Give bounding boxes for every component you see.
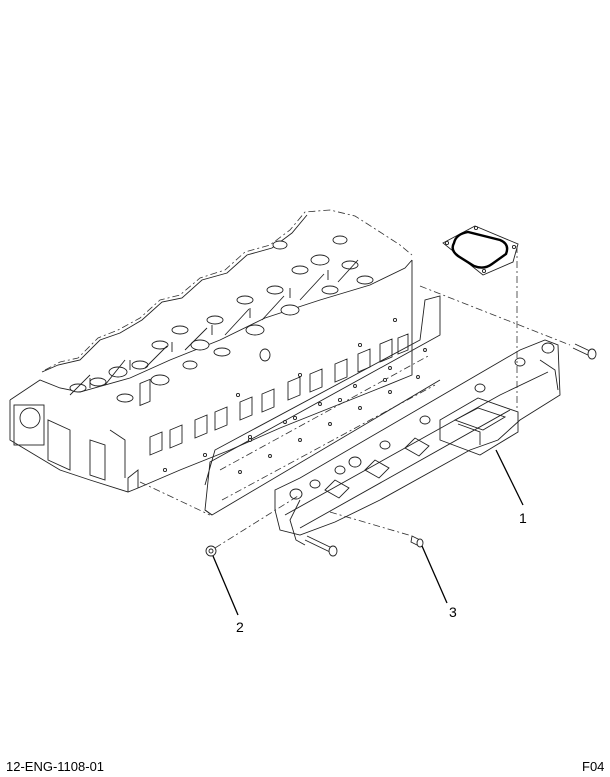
stud-part-3 — [410, 535, 424, 548]
bolts — [304, 343, 597, 557]
callout-1: 1 — [519, 510, 527, 526]
page-code: F04 — [582, 759, 605, 774]
callout-2: 2 — [236, 619, 244, 635]
exhaust-manifold — [274, 339, 561, 546]
outlet-gasket — [442, 225, 519, 276]
cylinder-head — [9, 209, 413, 493]
figure-id: 12-ENG-1108-01 — [6, 759, 105, 774]
alignment-lines — [139, 246, 571, 549]
callout-3: 3 — [449, 604, 457, 620]
manifold-gasket — [204, 295, 441, 516]
nut-part-2 — [205, 545, 217, 557]
leader-lines — [212, 449, 524, 616]
